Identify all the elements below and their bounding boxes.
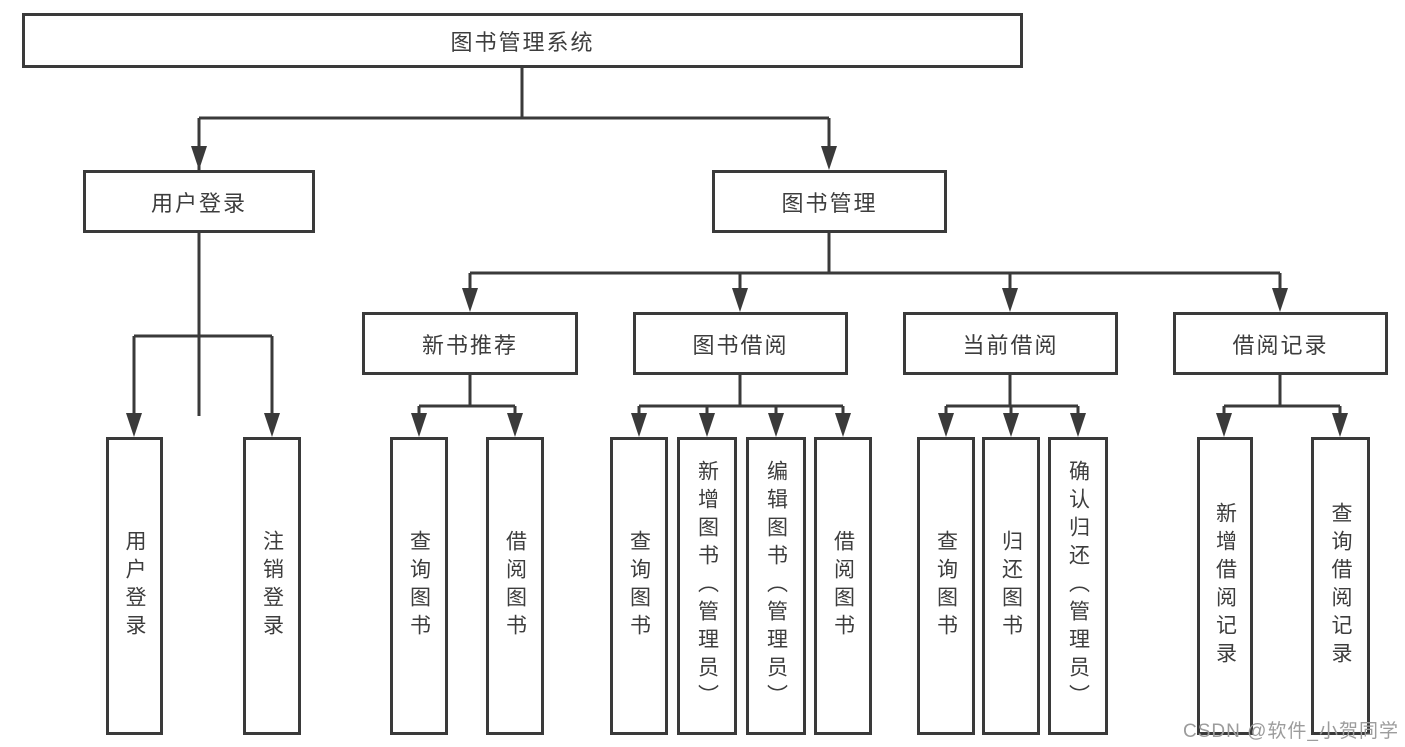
connector-current-children xyxy=(944,375,1080,418)
leaf-records-query-record-label: 查询借阅记录 xyxy=(1329,502,1352,670)
leaf-recommend-query-books-label: 查询图书 xyxy=(407,530,431,642)
arrowhead-br-query xyxy=(1332,413,1348,437)
connector-user-login-children xyxy=(132,233,274,418)
leaf-borrowing-query-books: 查询图书 xyxy=(610,437,668,735)
arrowhead-book-management xyxy=(821,146,837,170)
arrowhead-cb-query xyxy=(938,413,954,437)
leaf-recommend-query-books: 查询图书 xyxy=(390,437,448,735)
leaf-recommend-borrow-books-label: 借阅图书 xyxy=(503,530,527,642)
node-root-system: 图书管理系统 xyxy=(22,13,1023,68)
arrowhead-borrowing-records xyxy=(1272,288,1288,312)
leaf-borrowing-borrow-books: 借阅图书 xyxy=(814,437,872,735)
arrowhead-current-borrowing xyxy=(1002,288,1018,312)
leaf-current-query-books: 查询图书 xyxy=(917,437,975,735)
arrowhead-bb-edit xyxy=(768,413,784,437)
node-new-book-recommend: 新书推荐 xyxy=(362,312,578,375)
leaf-borrowing-query-books-label: 查询图书 xyxy=(627,530,651,642)
arrowhead-bb-borrow xyxy=(835,413,851,437)
leaf-logout-label: 注销登录 xyxy=(260,530,284,642)
leaf-current-confirm-return: 确认归还（管理员） xyxy=(1048,437,1108,735)
arrowhead-rec-borrow xyxy=(507,413,523,437)
leaf-current-confirm-return-label: 确认归还（管理员） xyxy=(1066,460,1090,712)
node-current-borrowing: 当前借阅 xyxy=(903,312,1118,375)
node-book-management: 图书管理 xyxy=(712,170,947,233)
node-borrowing-records: 借阅记录 xyxy=(1173,312,1388,375)
leaf-logout: 注销登录 xyxy=(243,437,301,735)
arrowhead-book-borrowing xyxy=(732,288,748,312)
leaf-records-query-record: 查询借阅记录 xyxy=(1311,437,1370,735)
connector-records-children xyxy=(1222,375,1342,418)
arrowhead-cb-confirm xyxy=(1070,413,1086,437)
node-book-borrowing: 图书借阅 xyxy=(633,312,848,375)
connector-book-management-children xyxy=(468,233,1282,293)
arrowhead-leaf-logout xyxy=(264,413,280,437)
arrowhead-cb-return xyxy=(1003,413,1019,437)
leaf-records-add-record-label: 新增借阅记录 xyxy=(1213,502,1237,670)
connector-borrowing-children xyxy=(637,375,845,418)
connector-root-to-level2 xyxy=(197,68,831,416)
leaf-borrowing-borrow-books-label: 借阅图书 xyxy=(831,530,855,642)
leaf-borrowing-add-books: 新增图书（管理员） xyxy=(677,437,737,735)
node-user-login-group: 用户登录 xyxy=(83,170,315,233)
leaf-borrowing-edit-books-label: 编辑图书（管理员） xyxy=(764,460,788,712)
connector-recommend-children xyxy=(417,375,517,418)
leaf-user-login: 用户登录 xyxy=(106,437,163,735)
arrowhead-new-book-recommend xyxy=(462,288,478,312)
leaf-borrowing-add-books-label: 新增图书（管理员） xyxy=(695,460,719,712)
csdn-watermark: CSDN @软件_小贺同学 xyxy=(1183,721,1399,742)
arrowhead-leaf-user-login xyxy=(126,413,142,437)
leaf-recommend-borrow-books: 借阅图书 xyxy=(486,437,544,735)
arrowhead-rec-query xyxy=(411,413,427,437)
leaf-borrowing-edit-books: 编辑图书（管理员） xyxy=(746,437,806,735)
leaf-current-return-books-label: 归还图书 xyxy=(999,530,1023,642)
leaf-records-add-record: 新增借阅记录 xyxy=(1197,437,1253,735)
leaf-user-login-label: 用户登录 xyxy=(123,530,146,642)
arrowhead-user-login-group xyxy=(191,146,207,170)
leaf-current-return-books: 归还图书 xyxy=(982,437,1040,735)
leaf-current-query-books-label: 查询图书 xyxy=(934,530,958,642)
arrowhead-bb-add xyxy=(699,413,715,437)
arrowhead-bb-query xyxy=(631,413,647,437)
arrowhead-br-add xyxy=(1216,413,1232,437)
